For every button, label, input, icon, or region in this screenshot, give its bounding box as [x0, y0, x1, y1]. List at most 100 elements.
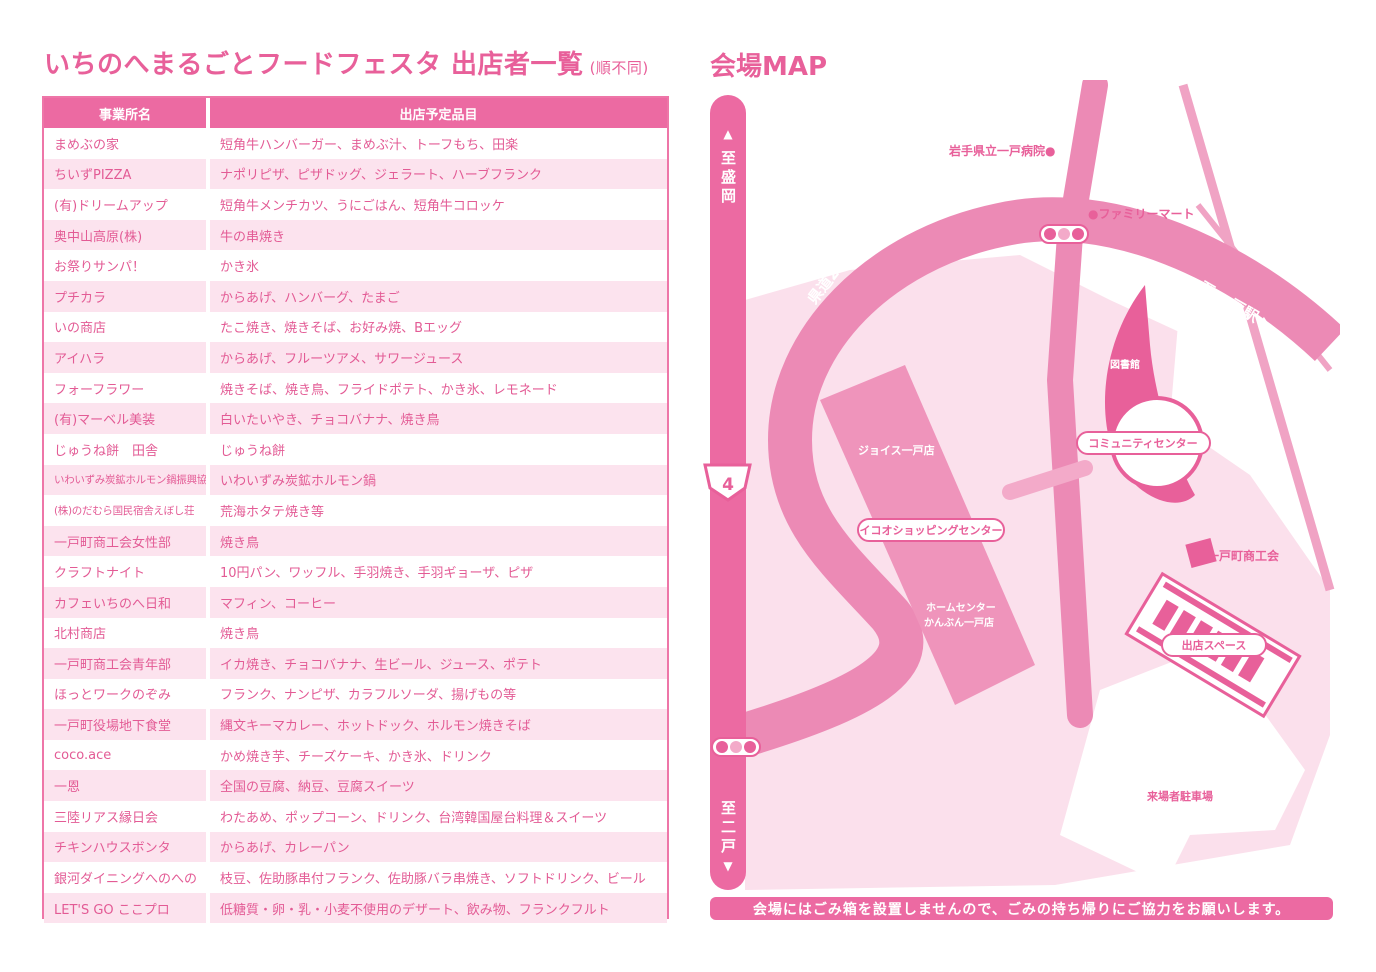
planned-items-cell: からあげ、フルーツアメ、サワージュース: [220, 351, 464, 367]
business-name-cell: 北村商店: [54, 627, 107, 643]
table-row: プチカラからあげ、ハンバーグ、たまご: [44, 280, 667, 312]
planned-items-cell: かき氷: [220, 260, 260, 276]
table-row: チキンハウスボンタからあげ、カレーパン: [44, 831, 667, 863]
header-business-name: 事業所名: [98, 107, 151, 123]
business-name-cell: 一戸町役場地下食堂: [54, 719, 172, 735]
table-row: ほっとワークのぞみ フランク、ナンピザ、カラフルソーダ、揚げもの等: [44, 678, 667, 710]
row-divider: [206, 372, 210, 404]
planned-items-cell: 焼きそば、焼き鳥、フライドポテト、かき氷、レモネード: [220, 382, 558, 398]
row-divider: [206, 831, 210, 863]
row-divider: [206, 280, 210, 312]
row-divider: [206, 709, 210, 740]
table-row: お祭りサンパ！かき氷: [44, 250, 667, 281]
table-row: LET'S GO ここプロ 低糖質・卵・乳・小麦不使用のデザート、飲み物、フランク…: [44, 892, 667, 924]
business-name-cell: 一恩: [54, 780, 81, 796]
business-name-cell: 奥中山高原(株): [54, 229, 143, 245]
row-divider: [206, 433, 210, 465]
building-lot: [1170, 300, 1330, 590]
business-name-cell: フォーフラワー: [54, 382, 145, 398]
row-divider: [206, 403, 210, 434]
community-center-label: コミュニティセンター: [1088, 437, 1197, 450]
table-row: (有)マーベル美装白いたいやき、チョコバナナ、焼き鳥: [44, 403, 667, 434]
row-divider: [206, 219, 210, 251]
map-title: 会場MAP: [710, 52, 828, 82]
business-name-cell: (株)のだむら国民宿舎えぼし荘: [54, 504, 195, 517]
business-name-cell: ちいずPIZZA: [54, 168, 132, 184]
ikoio-label: イコオショッピングセンター: [860, 523, 1003, 537]
chamber-building: [1185, 538, 1217, 568]
planned-items-cell: 10円パン、ワッフル、手羽焼き、手羽ギョーザ、ピザ: [220, 566, 534, 582]
business-name-cell: LET'S GO ここプロ: [54, 902, 170, 918]
table-row: (株)のだむら国民宿舎えぼし荘 荒海ホタテ焼き等: [44, 495, 667, 526]
table-row: いの商店 たこ焼き、焼きそば、お好み焼、Bエッグ: [44, 311, 667, 343]
community-center-pill: [1076, 431, 1211, 455]
row-divider: [206, 525, 210, 557]
row-divider: [206, 648, 210, 679]
planned-items-cell: じゅうね餅: [220, 443, 286, 459]
planned-items-cell: 短角牛ハンバーガー、まめぶ汁、トーフもち、田楽: [220, 137, 519, 153]
business-name-cell: 三陸リアス縁日会: [54, 810, 159, 826]
row-divider: [206, 128, 210, 159]
planned-items-cell: 低糖質・卵・乳・小麦不使用のデザート、飲み物、フランクフルト: [220, 902, 610, 918]
planned-items-cell: 白いたいやき、チョコバナナ、焼き鳥: [220, 413, 440, 429]
table-row: 一戸町商工会青年部 イカ焼き、チョコバナナ、生ビール、ジュース、ポテト: [44, 648, 667, 679]
table-row: 銀河ダイニングへのへの枝豆、佐助豚串付フランク、佐助豚バラ串焼き、ソフトドリンク…: [44, 862, 667, 893]
planned-items-cell: 焼き鳥: [220, 535, 260, 551]
ikoio-pill: [857, 518, 1005, 542]
table-row: 一恩全国の豆腐、納豆、豆腐スイーツ: [44, 770, 667, 802]
business-name-cell: いの商店: [54, 321, 107, 337]
row-divider: [206, 495, 210, 526]
table-row: フォーフラワー 焼きそば、焼き鳥、フライドポテト、かき氷、レモネード: [44, 372, 667, 404]
road-connector: [1002, 460, 1093, 500]
row-divider: [206, 342, 210, 373]
planned-items-cell: フランク、ナンピザ、カラフルソーダ、揚げもの等: [220, 688, 517, 704]
planned-items-cell: かめ焼き芋、チーズケーキ、かき氷、ドリンク: [220, 749, 492, 765]
business-name-cell: クラフトナイト: [54, 566, 146, 582]
row-divider: [206, 158, 210, 190]
table-row: 奥中山高原(株)牛の串焼き: [44, 219, 667, 251]
business-name-cell: 一戸町商工会青年部: [54, 657, 172, 673]
planned-items-cell: イカ焼き、チョコバナナ、生ビール、ジュース、ポテト: [220, 657, 542, 673]
row-divider: [206, 801, 210, 832]
planned-items-cell: たこ焼き、焼きそば、お好み焼、Bエッグ: [220, 321, 463, 337]
row-divider: [206, 862, 210, 893]
business-name-cell: いわいずみ炭鉱ホルモン鍋振興協議会: [54, 474, 206, 487]
planned-items-cell: 枝豆、佐助豚串付フランク、佐助豚バラ串焼き、ソフトドリンク、ビール: [220, 872, 646, 888]
table-row: 北村商店焼き鳥: [44, 617, 667, 649]
planned-items-cell: いわいずみ炭鉱ホルモン鍋: [220, 474, 377, 490]
row-divider: [206, 250, 210, 281]
row-divider: [206, 892, 210, 924]
to-ninohe-mark: ▼: [723, 859, 733, 873]
row-divider: [206, 464, 210, 496]
row-divider: [206, 739, 210, 771]
parking-label: 来場者駐車場: [1146, 789, 1213, 803]
row-divider: [206, 678, 210, 710]
vendor-space-label: 出店スペース: [1182, 638, 1247, 652]
planned-items-cell: 縄文キーマカレー、ホットドック、ホルモン焼きそば: [220, 719, 531, 735]
table-header: 事業所名 出店予定品目: [44, 98, 667, 128]
route-4-shield: [703, 463, 752, 502]
table-row: (有)ドリームアップ短角牛メンチカツ、うにごはん、短角牛コロッケ: [44, 189, 667, 220]
header-planned-items: 出店予定品目: [399, 107, 478, 123]
to-ninohe-label: 至二戸: [719, 800, 737, 857]
table-row: 三陸リアス縁日会わたあめ、ポップコーン、ドリンク、台湾韓国屋台料理＆スイーツ: [44, 801, 667, 832]
to-morioka-label: 至盛岡: [719, 150, 737, 207]
list-subtitle: (順不同): [589, 59, 649, 77]
row-divider: [206, 189, 210, 220]
table-row: いわいずみ炭鉱ホルモン鍋振興協議会 いわいずみ炭鉱ホルモン鍋: [44, 464, 667, 496]
planned-items-cell: 荒海ホタテ焼き等: [220, 504, 325, 520]
business-name-cell: ほっとワークのぞみ: [54, 688, 172, 704]
business-name-cell: チキンハウスボンタ: [54, 841, 171, 857]
business-name-cell: アイハラ: [54, 351, 106, 367]
home-center-label-1: ホームセンター: [926, 602, 996, 614]
venue-map: 4 ▲ 至盛岡 至二戸 ▼ 県道274号 至 一戸駅 ▶ 岩手県立一戸病院● ●…: [703, 80, 1340, 890]
joyce-label: ジョイス一戸店: [858, 443, 935, 457]
business-name-cell: まめぶの家: [54, 137, 120, 153]
table-row: カフェいちのへ日和マフィン、コーヒー: [44, 586, 667, 618]
business-name-cell: プチカラ: [54, 290, 107, 306]
vendor-space-pill: [1161, 633, 1267, 657]
table-row: クラフトナイト 10円パン、ワッフル、手羽焼き、手羽ギョーザ、ピザ: [44, 556, 667, 587]
road-to-hospital: [1046, 80, 1108, 728]
